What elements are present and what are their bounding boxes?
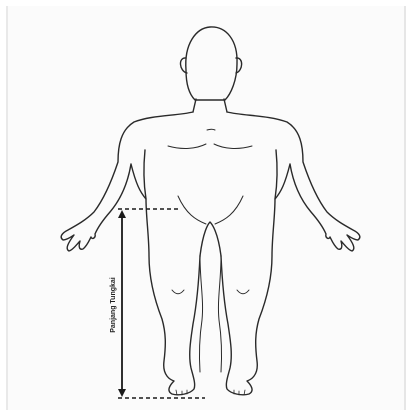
head-outline <box>186 27 237 100</box>
neck <box>193 99 227 112</box>
arrow-head-bottom <box>118 389 126 397</box>
body-left-outline <box>61 112 200 395</box>
right-inner-arm <box>275 150 277 199</box>
left-knee <box>172 290 184 294</box>
measurement-label: Panjang Tungkai <box>110 277 117 333</box>
right-inner-leg <box>218 256 221 372</box>
right-knee <box>237 290 249 294</box>
chest-line <box>168 144 252 148</box>
left-inner-arm <box>144 150 146 199</box>
arrow-head-top <box>118 210 126 218</box>
body-right-outline <box>221 112 360 395</box>
navel <box>207 129 215 130</box>
crotch-line <box>200 222 221 256</box>
hip-line-right <box>215 196 243 224</box>
left-inner-leg <box>199 256 202 372</box>
hip-line-left <box>178 196 206 224</box>
